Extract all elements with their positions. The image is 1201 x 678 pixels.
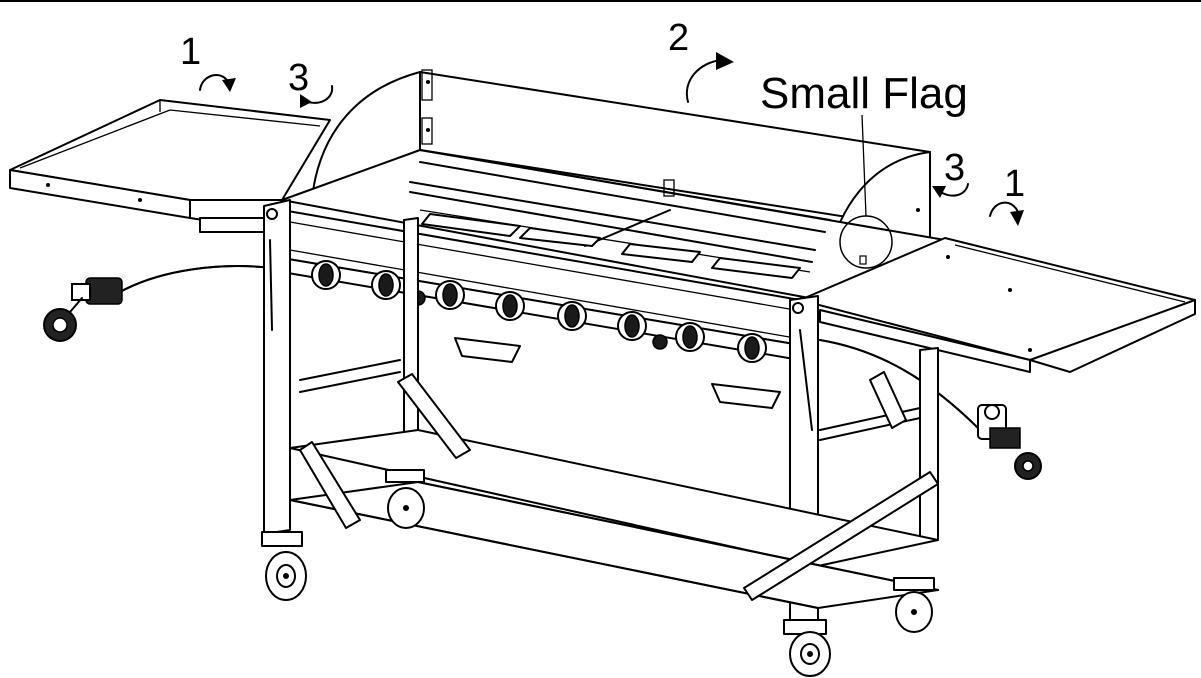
step-label-center-2: 2 (668, 17, 689, 59)
cooking-grates (281, 149, 946, 301)
left-side-shelf (9, 99, 331, 233)
step-label-left-3: 3 (288, 57, 309, 99)
right-side-shelf (799, 237, 1196, 373)
knob-2 (371, 270, 401, 300)
rotate-cw-arrow-icon (685, 52, 734, 103)
small-flag-callout (839, 114, 893, 269)
left-gas-hose (43, 265, 273, 342)
right-gas-hose (819, 339, 1042, 480)
step-label-left-1: 1 (180, 31, 201, 73)
cart-frame (263, 199, 939, 625)
knob-4 (495, 291, 525, 321)
caster-front-left (261, 531, 307, 601)
step-label-right-3: 3 (944, 147, 965, 189)
rotate-cw-arrow-icon (989, 201, 1024, 226)
caster-front-right (783, 619, 831, 677)
top-border-line (0, 0, 1201, 2)
knob-1 (311, 260, 341, 290)
caster-wheels (261, 469, 935, 677)
knob-6 (617, 311, 647, 341)
caster-back-left (385, 469, 425, 529)
step-label-right-1: 1 (1004, 163, 1025, 205)
igniter-right (652, 334, 668, 350)
knob-8 (737, 333, 767, 363)
knob-5 (557, 301, 587, 331)
small-flag-label: Small Flag (760, 69, 968, 118)
rotate-cw-arrow-icon (199, 74, 236, 92)
caster-back-right (893, 577, 935, 633)
knob-7 (675, 322, 705, 352)
rotate-ccw-arrow-icon (932, 183, 969, 198)
rotate-ccw-arrow-icon (300, 85, 334, 108)
grease-cups (454, 337, 781, 409)
knob-3 (435, 280, 465, 310)
control-knobs (311, 260, 767, 363)
